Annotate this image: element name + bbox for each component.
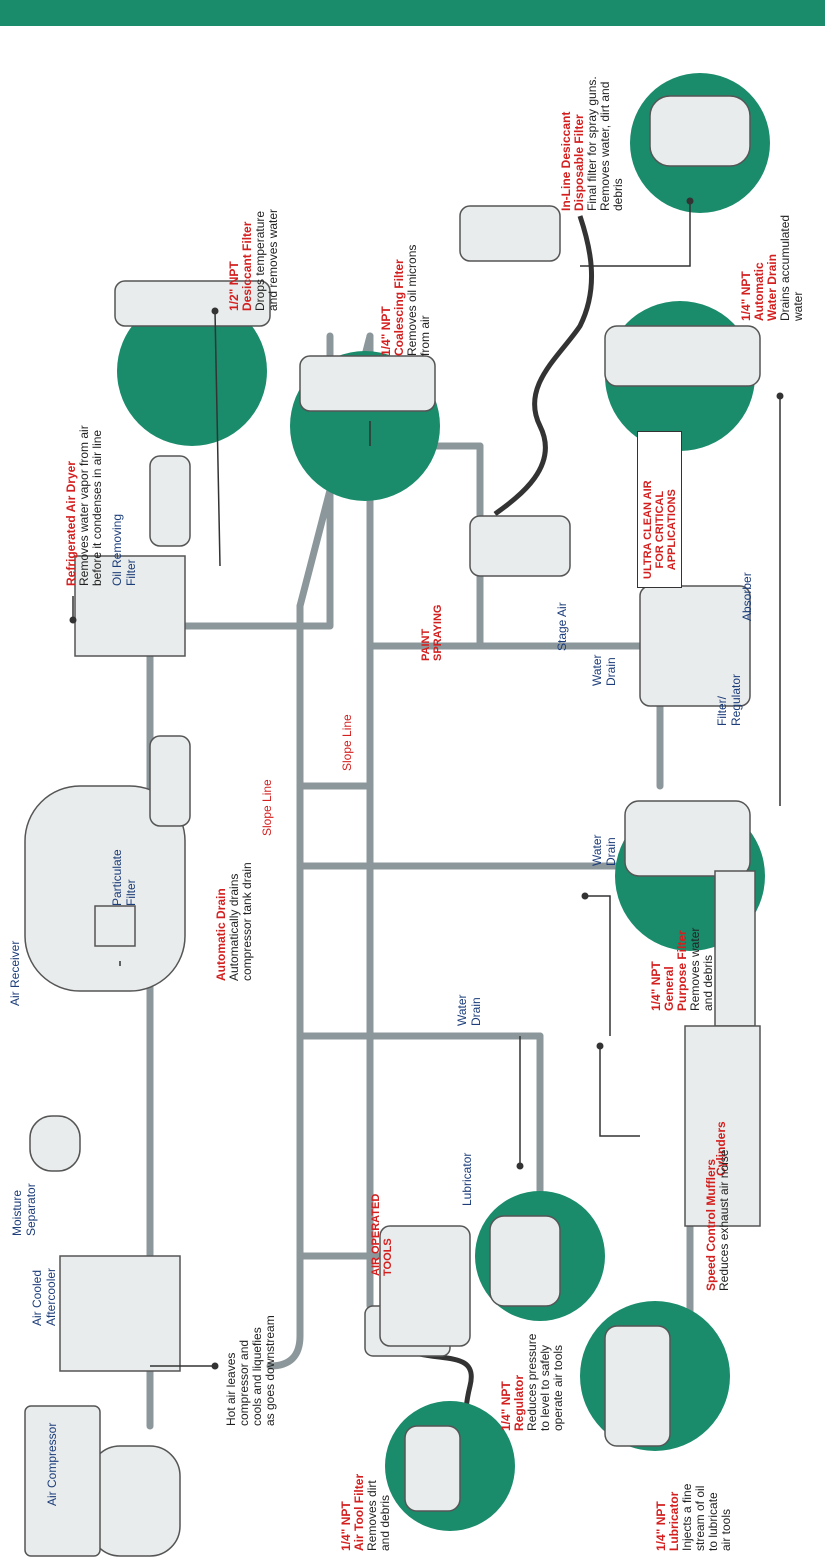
ultra-clean-unit	[639, 585, 751, 707]
water-drain-large-body	[624, 800, 751, 877]
air-tool-filter-callout: 1/4" NPT Air Tool Filter Removes dirt an…	[339, 1473, 392, 1551]
hot-air-note: Hot air leaves compressor and cools and …	[224, 1315, 277, 1426]
aftercooler-body	[59, 1255, 181, 1372]
coalescing-filter-title: 1/4" NPT Coalescing Filter	[379, 259, 406, 356]
cylinders-rod	[714, 870, 756, 1027]
compressor-tank	[89, 1445, 181, 1557]
ultra-clean-box	[637, 431, 682, 588]
desiccant-filter-title: 1/2" NPT Desiccant Filter	[227, 221, 254, 311]
lubricator-callout: 1/4" NPT Lubricator Injects a fine strea…	[654, 1483, 733, 1551]
inline-filter-body	[649, 95, 751, 167]
refrigerated-dryer-callout: Refrigerated Air Dryer Removes water vap…	[64, 425, 104, 586]
filter-regulator-label: Filter/ Regulator	[715, 673, 743, 726]
air-operated-tools-label: AIR OPERATED TOOLS	[370, 1193, 394, 1276]
stage-air-unit	[469, 515, 571, 577]
slope-line-label-2: Slope Line	[340, 714, 354, 771]
paint-hose	[493, 215, 594, 517]
spray-gun-body	[459, 205, 561, 262]
automatic-water-drain-title: 1/4" NPT Automatic Water Drain	[739, 254, 779, 321]
water-drain-label-1: Water Drain	[455, 994, 483, 1026]
cylinders-body	[684, 1025, 761, 1227]
desiccant-filter-backdrop	[117, 296, 267, 446]
lubricator-body	[604, 1325, 671, 1447]
coalescing-filter-callout: 1/4" NPT Coalescing Filter Removes oil m…	[379, 244, 432, 356]
water-drain-label-3: Water Drain	[590, 654, 618, 686]
regulator-desc: Reduces pressure to level to safely oper…	[525, 1333, 565, 1431]
air-receiver-label: Air Receiver	[8, 940, 22, 1006]
air-receiver-body	[24, 785, 186, 992]
automatic-drain-body	[94, 905, 136, 947]
coalescing-filter-body	[299, 355, 436, 412]
gp-filter-leader	[585, 895, 611, 1036]
desiccant-filter-body	[114, 280, 271, 327]
particulate-filter-label: Particulate Filter	[110, 849, 138, 906]
oil-removing-filter-label: Oil Removing Filter	[110, 513, 138, 586]
moisture-separator-label: Moisture Separator	[10, 1183, 38, 1236]
air-tool-filter-body	[404, 1425, 461, 1512]
stage-air-label: Stage Air	[555, 602, 569, 651]
inline-leader	[580, 201, 691, 267]
main-header-pipe	[266, 602, 304, 1370]
ultra-clean-label: ULTRA CLEAN AIR FOR CRITICAL APPLICATION…	[642, 480, 678, 579]
absorber-label: Absorber	[740, 572, 754, 621]
speed-control-mufflers-desc: Reduces exhaust air noise	[717, 1149, 731, 1291]
inline-desiccant-callout: In-Line Desiccant Disposable Filter Fina…	[559, 76, 625, 211]
compressed-air-system-diagram: Air Compressor Air Cooled Aftercooler Mo…	[0, 26, 825, 1568]
automatic-drain-desc: Automatically drains compressor tank dra…	[227, 862, 254, 981]
air-compressor-label: Air Compressor	[45, 1422, 59, 1506]
header-band	[0, 0, 825, 26]
regulator-callout: 1/4" NPT Regulator Reduces pressure to l…	[499, 1333, 565, 1431]
desiccant-filter-desc: Drops temperature and removes water	[253, 208, 280, 311]
particulate-filter-body	[149, 735, 191, 827]
lubricator-label: Lubricator	[460, 1152, 474, 1206]
slope-line-label-1: Slope Line	[260, 779, 274, 836]
coalescing-filter-desc: Removes oil microns from air	[405, 244, 432, 356]
refrigerated-dryer-desc: Removes water vapor from air before it c…	[77, 425, 104, 586]
desiccant-leader	[214, 310, 221, 567]
oil-filter-body	[149, 455, 191, 547]
paint-spraying-label: PAINT SPRAYING	[420, 604, 444, 661]
automatic-water-drain-callout: 1/4" NPT Automatic Water Drain Drains ac…	[739, 214, 805, 321]
general-purpose-filter-title: 1/4" NPT General Purpose Filter	[649, 930, 689, 1011]
air-tool-filter-title: 1/4" NPT Air Tool Filter	[339, 1473, 366, 1551]
equipment	[24, 95, 761, 1557]
auto-water-drain-body	[604, 325, 761, 387]
inline-desiccant-desc: Final filter for spray guns. Removes wat…	[585, 76, 625, 211]
leader-dots	[69, 197, 784, 1370]
general-purpose-filter-desc: Removes water and debris	[688, 927, 715, 1011]
aftercooler-label: Air Cooled Aftercooler	[30, 1267, 58, 1326]
inline-desiccant-title: In-Line Desiccant Disposable Filter	[559, 111, 586, 211]
lubricator-callout-desc: Injects a fine stream of oil to lubricat…	[680, 1483, 733, 1551]
muffler-leader	[599, 1046, 640, 1137]
frl-unit	[379, 1225, 471, 1347]
automatic-drain-callout: Automatic Drain Automatically drains com…	[214, 862, 254, 981]
regulator-body	[489, 1215, 561, 1307]
lubricator-callout-title: 1/4" NPT Lubricator	[654, 1491, 681, 1551]
pipe-network	[24, 73, 784, 1557]
water-drain-label-2: Water Drain	[590, 834, 618, 866]
automatic-water-drain-desc: Drains accumulated water	[778, 214, 805, 321]
moisture-separator-body	[29, 1115, 81, 1172]
speed-control-mufflers-callout: Speed Control Mufflers Reduces exhaust a…	[704, 1149, 731, 1291]
general-purpose-filter-callout: 1/4" NPT General Purpose Filter Removes …	[649, 927, 715, 1011]
leader-lines	[72, 201, 781, 1367]
air-tool-filter-desc: Removes dirt and debris	[365, 1480, 392, 1551]
desiccant-filter-callout: 1/2" NPT Desiccant Filter Drops temperat…	[227, 208, 280, 311]
compressor-motor	[24, 1405, 101, 1557]
air-dryer-body	[74, 555, 186, 657]
regulator-title: 1/4" NPT Regulator	[499, 1374, 526, 1431]
